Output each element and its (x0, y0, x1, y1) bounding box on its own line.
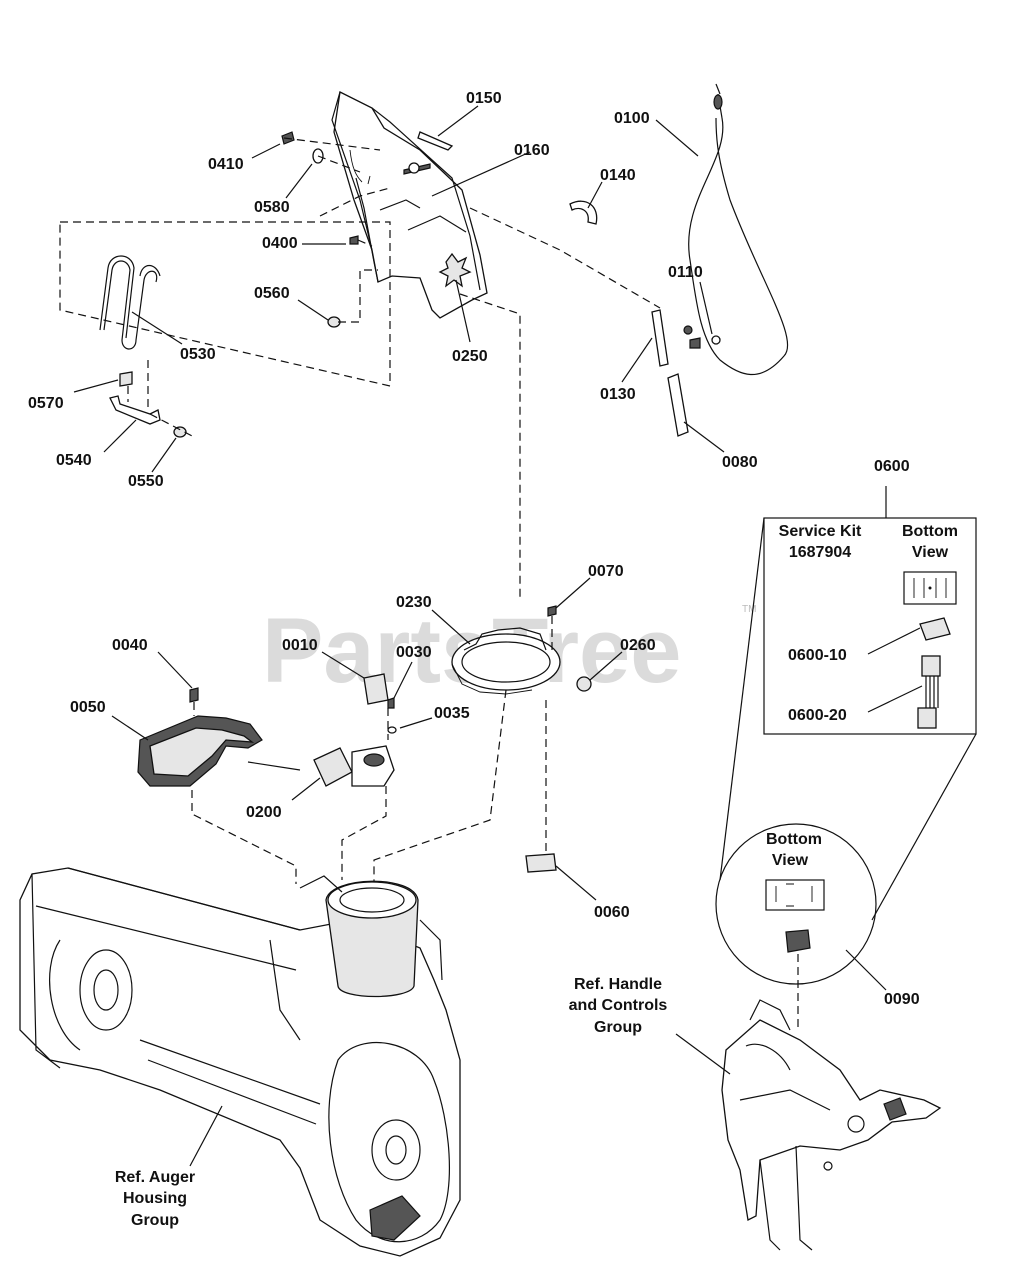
bottom-view-subtitle: View (912, 544, 949, 561)
screw-0030 (387, 697, 395, 709)
switch-0090 (785, 929, 811, 953)
label-0030: 0030 (396, 644, 432, 661)
nut-0260 (576, 676, 592, 692)
label-0540: 0540 (56, 452, 92, 469)
label-0580: 0580 (254, 199, 290, 216)
bolt-0570 (119, 371, 133, 387)
cover-0050 (137, 715, 263, 787)
switch-0600-10 (919, 617, 951, 641)
label-0570: 0570 (28, 395, 64, 412)
label-0550: 0550 (128, 473, 164, 490)
ref-auger-line3: Group (131, 1212, 179, 1229)
label-0200: 0200 (246, 804, 282, 821)
label-0410: 0410 (208, 156, 244, 173)
ferrule-0110 (683, 325, 693, 335)
label-0530: 0530 (180, 346, 216, 363)
motor-0200 (313, 745, 395, 787)
handle-controls (721, 999, 942, 1251)
ref-auger-line2: Housing (123, 1190, 187, 1207)
label-0035: 0035 (434, 705, 470, 722)
label-0600-10: 0600-10 (788, 647, 847, 664)
bottom-view-title: Bottom (902, 523, 958, 540)
label-0040: 0040 (112, 637, 148, 654)
rod-0130 (651, 309, 669, 367)
ref-handle-line3: Group (594, 1019, 642, 1036)
pin-0150 (417, 131, 454, 151)
ref-auger-line1: Ref. Auger (115, 1169, 195, 1186)
service-kit-title: Service Kit (779, 523, 862, 540)
label-0060: 0060 (594, 904, 630, 921)
service-kit-box (763, 517, 977, 735)
bracket-0540 (109, 395, 161, 425)
ring-gear-0230 (451, 627, 561, 695)
detail-bottom-subtitle: View (772, 852, 809, 869)
label-0600: 0600 (874, 458, 910, 475)
washer-0035 (387, 726, 397, 734)
label-0260: 0260 (620, 637, 656, 654)
label-0090: 0090 (884, 991, 920, 1008)
nut-0550 (173, 426, 187, 438)
label-0100: 0100 (614, 110, 650, 127)
ref-handle-line2: and Controls (569, 997, 668, 1014)
label-0230: 0230 (396, 594, 432, 611)
detail-bottom-title: Bottom (766, 831, 822, 848)
watermark-tm: TM (742, 604, 756, 615)
label-0140: 0140 (600, 167, 636, 184)
detail-circle (715, 823, 877, 985)
label-0400: 0400 (262, 235, 298, 252)
label-0560: 0560 (254, 285, 290, 302)
cable-0100 (688, 83, 789, 376)
gear-0010 (363, 673, 389, 705)
switch-bottom-view (903, 571, 957, 605)
label-0080: 0080 (722, 454, 758, 471)
label-0050: 0050 (70, 699, 106, 716)
clip-0140 (569, 200, 598, 225)
screw-0400 (349, 235, 359, 245)
label-0110: 0110 (668, 264, 703, 281)
label-0070: 0070 (588, 563, 624, 580)
ref-handle-line1: Ref. Handle (574, 976, 662, 993)
label-0010: 0010 (282, 637, 318, 654)
tube-0080 (667, 373, 689, 437)
spring-0530 (99, 255, 161, 350)
chute-deflector (331, 91, 488, 319)
harness-0600-20 (917, 655, 941, 729)
switch-bottom-view-detail (765, 879, 825, 911)
screw-0070 (547, 605, 557, 617)
auger-housing (19, 867, 461, 1257)
service-kit-number: 1687904 (789, 544, 851, 561)
bracket-0060 (525, 853, 557, 873)
label-0250: 0250 (452, 348, 488, 365)
label-0150: 0150 (466, 90, 502, 107)
screw-0040 (189, 687, 199, 703)
label-0130: 0130 (600, 386, 636, 403)
label-0160: 0160 (514, 142, 550, 159)
label-0600-20: 0600-20 (788, 707, 847, 724)
